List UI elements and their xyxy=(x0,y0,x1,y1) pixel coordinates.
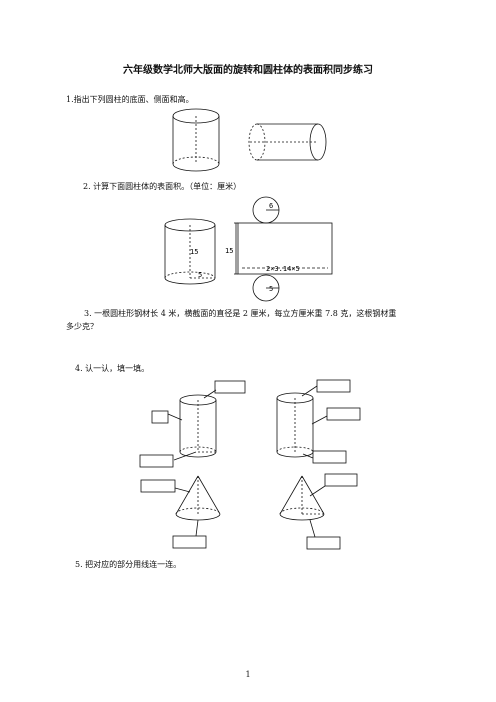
q2-cylinder xyxy=(164,218,216,285)
q4-answer-box[interactable] xyxy=(326,407,361,421)
q4-answer-box[interactable] xyxy=(140,479,176,493)
rect-height-label: 15 xyxy=(225,247,233,255)
q4-cylinder-right xyxy=(276,385,328,459)
q4-answer-box[interactable] xyxy=(306,536,341,550)
question-4: 4. 认一认，填一填。 xyxy=(75,364,150,373)
question-1: 1.指出下列圆柱的底面、侧面和高。 xyxy=(66,95,194,104)
top-circle-label: 6 xyxy=(269,202,273,210)
q2-net xyxy=(234,196,333,302)
bottom-circle-label: 5 xyxy=(269,285,273,293)
cyl-height-label: 15 xyxy=(190,248,198,256)
q4-answer-box[interactable] xyxy=(172,535,207,549)
q4-cone-left xyxy=(174,475,221,537)
page-number: 1 xyxy=(245,670,251,679)
q4-answer-box[interactable] xyxy=(312,450,347,464)
q1-vertical-cylinder xyxy=(172,108,220,172)
q4-answer-box[interactable] xyxy=(316,379,351,393)
question-5: 5. 把对应的部分用线连一连。 xyxy=(75,560,182,569)
question-2: 2. 计算下面圆柱体的表面积。（单位：厘米） xyxy=(83,182,242,191)
question-3-line-2: 多少克？ xyxy=(66,322,98,331)
cyl-radius-label: 5 xyxy=(198,271,202,279)
q4-answer-box[interactable] xyxy=(214,380,246,394)
page-title: 六年级数学北师大版面的旋转和圆柱体的表面积同步练习 xyxy=(123,65,373,76)
q4-cylinder-left xyxy=(167,389,217,461)
rect-width-label: 2×3.14×5 xyxy=(266,265,300,273)
q4-answer-box[interactable] xyxy=(151,410,169,424)
q4-cone-right xyxy=(279,475,326,538)
q4-answer-box[interactable] xyxy=(139,454,174,468)
q1-horizontal-cylinder xyxy=(248,123,327,161)
question-3-line-1: 3. 一根圆柱形钢材长 4 米，横截面的直径是 2 厘米，每立方厘米重 7.8 … xyxy=(84,309,397,318)
q4-answer-box[interactable] xyxy=(324,473,358,487)
